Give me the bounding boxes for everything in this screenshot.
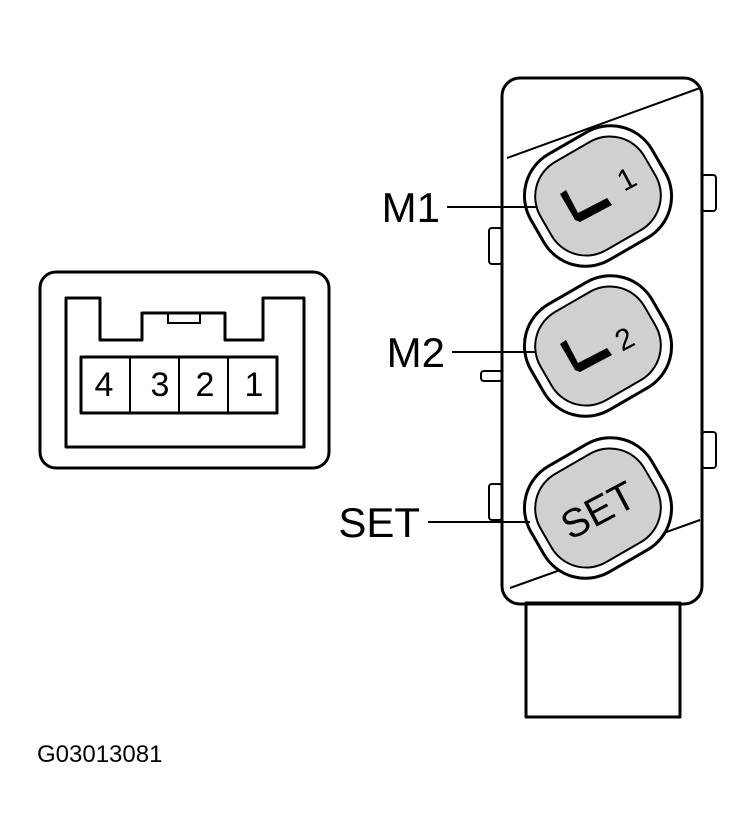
side-tab xyxy=(488,227,503,265)
body-bevel-line xyxy=(506,87,701,159)
connector: 4 3 2 1 xyxy=(38,270,331,470)
switch-body xyxy=(500,76,704,606)
m1-button[interactable]: 1 xyxy=(507,108,689,284)
callouts: M1 M2 SET xyxy=(338,184,536,546)
connector-housing xyxy=(38,270,331,470)
side-tab xyxy=(488,483,503,521)
seat-icon xyxy=(560,190,612,222)
memory-switch: 1 2 SET xyxy=(480,76,717,719)
pin-label: 2 xyxy=(196,366,215,404)
connector-lock-tab xyxy=(167,312,201,324)
m2-callout: M2 xyxy=(387,329,445,376)
m2-button-face xyxy=(534,285,662,407)
m1-callout: M1 xyxy=(382,184,440,231)
pin-label: 3 xyxy=(151,366,170,404)
set-button[interactable]: SET xyxy=(507,420,689,596)
seat-icon xyxy=(560,340,612,372)
m2-button[interactable]: 2 xyxy=(507,258,689,434)
switch-plug xyxy=(524,601,682,719)
side-tab xyxy=(480,370,503,382)
figure-id: G03013081 xyxy=(37,741,162,768)
m1-button-face xyxy=(534,135,662,257)
connector-inner-outline xyxy=(64,296,306,449)
pin-label: 1 xyxy=(245,366,264,404)
pin-label: 4 xyxy=(95,366,114,404)
side-tab xyxy=(701,174,717,212)
set-callout: SET xyxy=(338,499,420,546)
side-tab xyxy=(701,431,717,469)
set-button-face xyxy=(534,447,662,569)
